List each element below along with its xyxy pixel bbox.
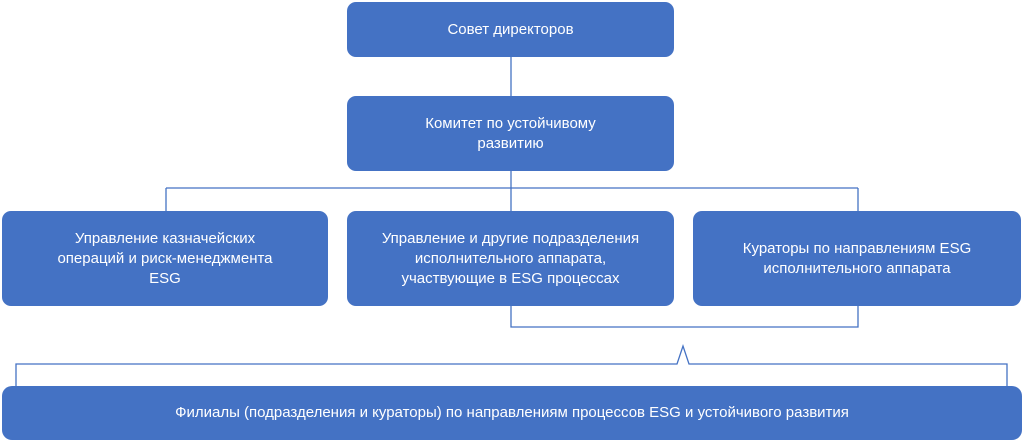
sustainability-committee-label: Комитет по устойчивому развитию <box>425 114 596 152</box>
bracket-above-branches <box>15 343 1008 386</box>
esg-curators-box: Кураторы по направлениям ESG исполнитель… <box>693 211 1021 306</box>
management-divisions-label: Управление и другие подразделения исполн… <box>381 229 640 287</box>
esg-curators-label: Кураторы по направлениям ESG исполнитель… <box>742 239 972 277</box>
treasury-risk-management-label: Управление казначейских операций и риск-… <box>57 229 273 287</box>
bracket-under-management-curators <box>510 306 859 328</box>
sustainability-committee-box: Комитет по устойчивому развитию <box>347 96 674 171</box>
board-of-directors-box: Совет директоров <box>347 2 674 57</box>
treasury-risk-management-box: Управление казначейских операций и риск-… <box>2 211 328 306</box>
board-of-directors-label: Совет директоров <box>447 20 574 38</box>
management-divisions-box: Управление и другие подразделения исполн… <box>347 211 674 306</box>
branches-label: Филиалы (подразделения и кураторы) по на… <box>175 404 849 421</box>
branches-box: Филиалы (подразделения и кураторы) по на… <box>2 386 1022 440</box>
